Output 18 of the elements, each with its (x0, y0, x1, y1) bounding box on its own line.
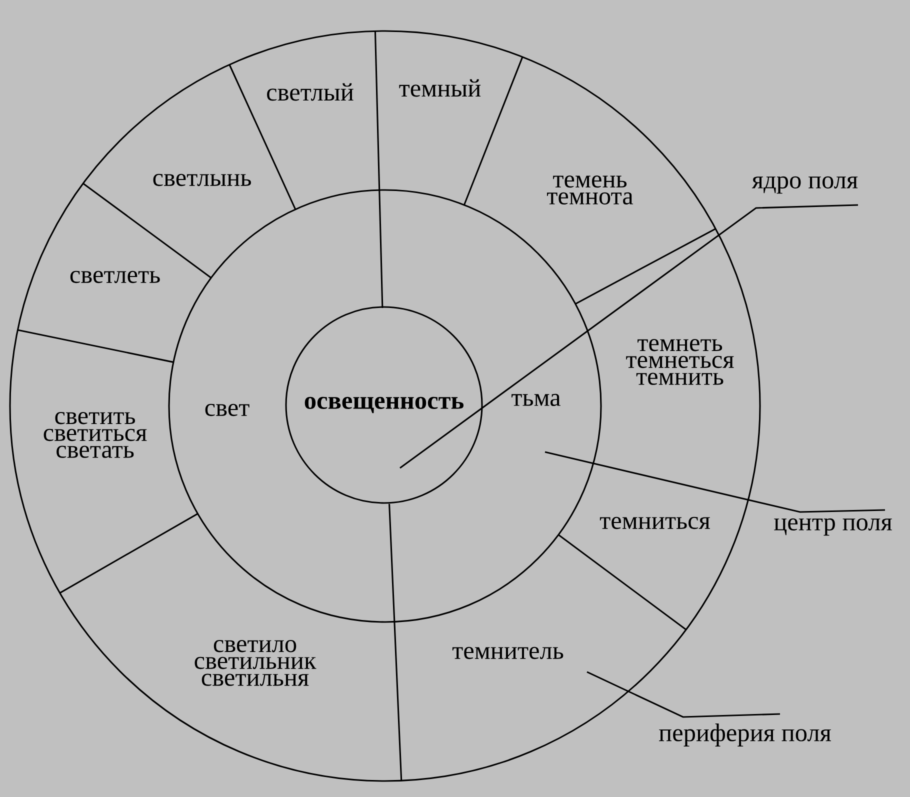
segment-label: темный (399, 79, 481, 97)
leader-line (400, 204, 858, 469)
segment-label: темнеть темнеться темнить (626, 339, 734, 385)
segment-label: светило светильник светильня (194, 640, 316, 686)
segment-label: светить светиться светать (44, 412, 147, 458)
segment-label: свет (205, 404, 250, 416)
callout-label: центр поля (774, 518, 892, 536)
segment-label: светлынь (153, 174, 251, 186)
segment-label: темень темнота (547, 175, 634, 204)
segment-label: светлеть (70, 270, 160, 284)
leader-line (544, 451, 886, 513)
callout-label: ядро поля (752, 176, 858, 194)
callout-label: периферия поля (659, 724, 831, 746)
segment-label: тьма (512, 394, 561, 406)
segment-label: темнитель (452, 646, 564, 660)
segment-label: темниться (600, 516, 710, 530)
segment-label: светлый (267, 83, 354, 101)
leader-line (586, 671, 780, 718)
